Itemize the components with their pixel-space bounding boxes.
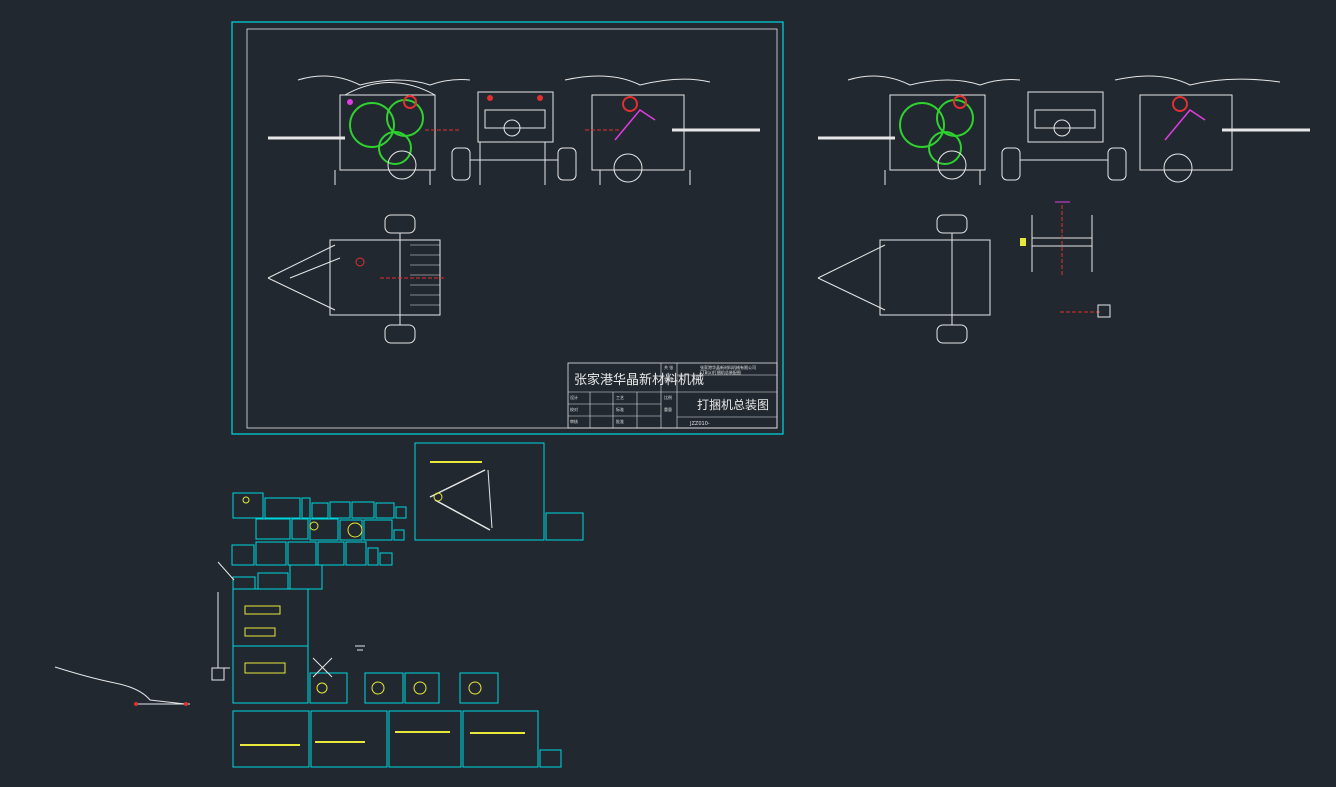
- label-checker: 校对: [570, 406, 578, 412]
- drawing-name: 打捆机总装图: [697, 398, 769, 412]
- baler-side-view: [451, 91, 577, 185]
- label-weight: 重量: [664, 406, 672, 412]
- part-details: [240, 496, 525, 746]
- label-approved: 批准: [616, 418, 624, 424]
- crosshair-icon: [312, 657, 333, 678]
- label-designer: 设计: [570, 394, 578, 400]
- label-reviewer: 审核: [570, 418, 578, 424]
- label-sheet-no: 第 张: [664, 376, 673, 382]
- baler-top-view: [267, 214, 445, 344]
- project-line-2: FTB(x)打捆机总装配图: [700, 369, 741, 375]
- project-line-1: 张家港华晶新材料机械有限公司: [700, 364, 756, 370]
- baler-rear-view: [564, 75, 760, 185]
- label-scale: 比例: [664, 394, 672, 400]
- part-drawings-cluster[interactable]: [231, 442, 584, 768]
- model-space-copy[interactable]: [817, 75, 1310, 344]
- title-block: 张家港华晶新材料机械 打捆机总装图 JZZ010- 张家港华晶新材料机械有限公司…: [567, 362, 778, 429]
- company-name: 张家港华晶新材料机械: [574, 372, 704, 388]
- label-process: 工艺: [616, 395, 624, 400]
- drawing-number: JZZ010-: [689, 421, 710, 427]
- ucs-axis-icon: [211, 561, 235, 681]
- main-drawing-sheet[interactable]: 张家港华晶新材料机械 打捆机总装图 JZZ010- 张家港华晶新材料机械有限公司…: [231, 21, 784, 435]
- label-total-sheets: 共 张: [664, 364, 673, 370]
- baler-front-view: [268, 75, 471, 185]
- label-standard: 标准: [616, 406, 624, 412]
- small-annotation-mark: [355, 645, 365, 651]
- stray-wire-curve: [54, 666, 190, 706]
